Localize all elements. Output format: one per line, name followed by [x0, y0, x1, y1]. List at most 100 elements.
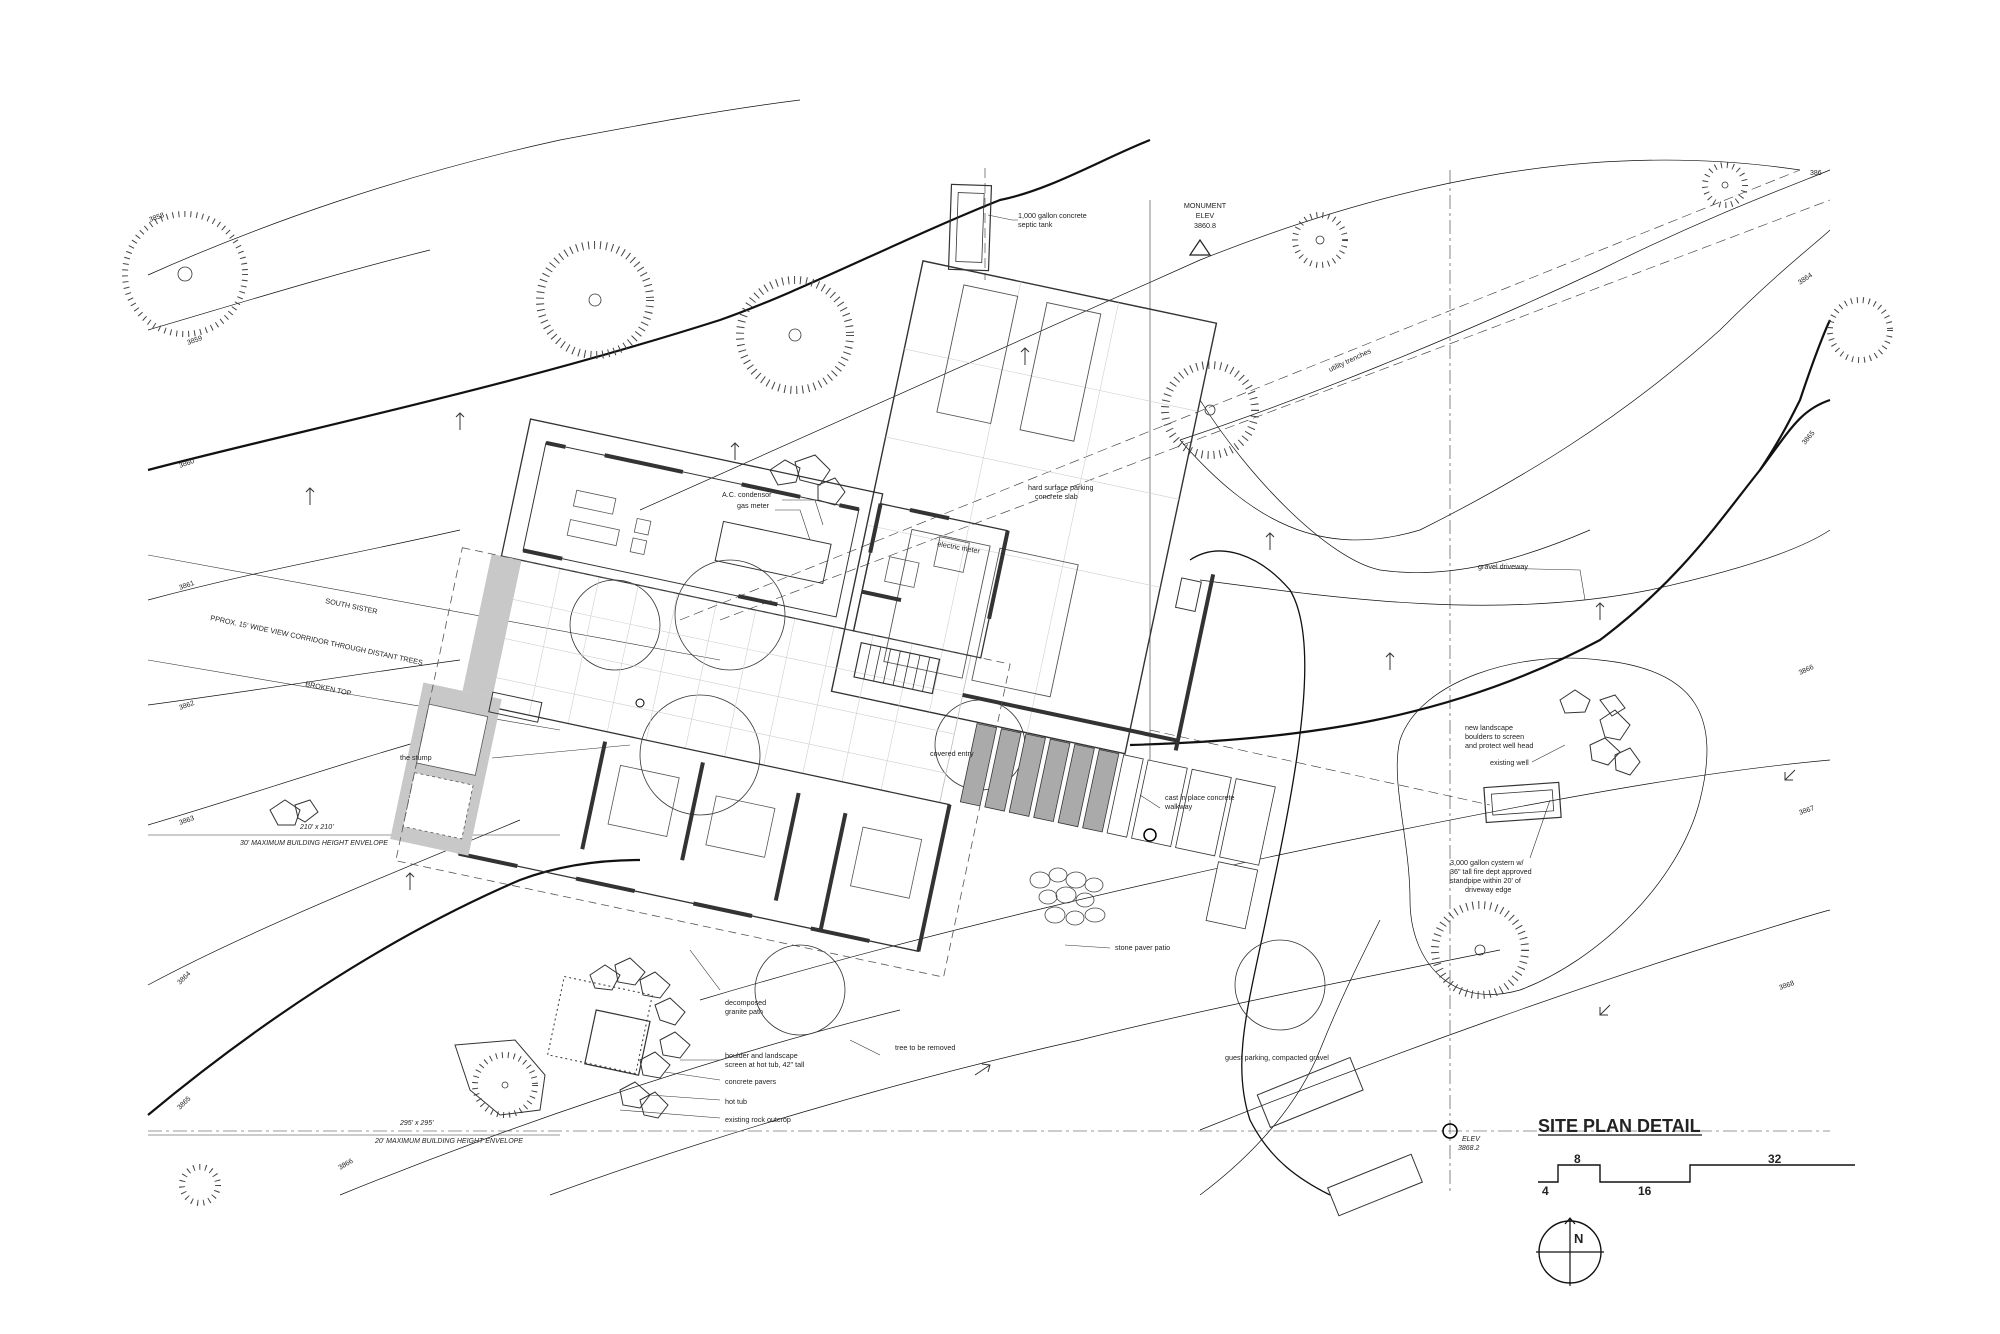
driveway-inner-edge [1199, 399, 1591, 573]
tree-removed-label: tree to be removed [895, 1043, 955, 1052]
stone-paver-patio [1029, 867, 1106, 926]
north-label: N [1574, 1231, 1583, 1246]
canopy-outline-2 [674, 559, 786, 671]
envelope-30-label: 30' MAXIMUM BUILDING HEIGHT ENVELOPE [240, 840, 388, 847]
tree-9 [179, 1164, 221, 1206]
stump-marker [635, 698, 645, 708]
tree-6 [1702, 162, 1748, 208]
boulders [269, 454, 1641, 1119]
septic-label-line: 1,000 gallon concrete [1018, 211, 1087, 220]
boulders-label: new landscape boulders to screen and pro… [1465, 723, 1533, 750]
guest-parking-label: guest parking, compacted gravel [1225, 1053, 1329, 1062]
slope-arrows [305, 347, 1796, 1076]
tree-1 [122, 211, 248, 337]
tree-5 [1161, 361, 1259, 459]
north-arrow [1536, 1217, 1604, 1286]
contour-label: 3864 [1797, 272, 1814, 287]
contour-labels: 3858 3859 3860 3861 3862 3863 3864 3865 … [148, 170, 1821, 1172]
electric-label: electric meter [937, 539, 982, 555]
septic-label: 1,000 gallon concrete septic tank [1018, 211, 1089, 229]
courtyard-grid [489, 559, 972, 804]
septic-zone [1396, 657, 1708, 995]
canopy-outline-3 [639, 694, 761, 816]
cystern-label: 3,000 gallon cystern w/ 36" tall fire de… [1450, 858, 1534, 894]
utility-label: utility trenches [1327, 346, 1373, 374]
contour-label: 3867 [1798, 805, 1815, 817]
envelope-20-label: 20' MAXIMUM BUILDING HEIGHT ENVELOPE [374, 1138, 523, 1145]
covered-entry-label: covered entry [930, 749, 974, 758]
contour-label: 3862 [178, 700, 195, 712]
tree-7 [1431, 901, 1529, 999]
septic-label-line: septic tank [1018, 220, 1053, 229]
contour-label: 3861 [178, 580, 195, 592]
south-sister-label: SOUTH SISTER [325, 596, 379, 616]
view-corridor-label: PPROX. 15' WIDE VIEW CORRIDOR THROUGH DI… [210, 613, 424, 667]
tree-3 [736, 276, 854, 394]
hot-tub-label: hot tub [725, 1097, 747, 1106]
scale-label: 8 [1574, 1152, 1581, 1166]
scale-bar [1538, 1164, 1855, 1183]
rock-outcrop [454, 1039, 546, 1116]
contour-label: 3866 [338, 1158, 355, 1172]
contour-label: 3864 [176, 970, 192, 986]
tree-to-be-removed-canopy [754, 944, 846, 1036]
contour-label: 3860 [178, 458, 195, 470]
parking-slab [830, 260, 1218, 755]
contour-label: 3868 [1778, 980, 1795, 992]
septic-tank [947, 183, 993, 272]
contour-label: 3866 [1798, 664, 1815, 677]
hot-tub-area [547, 975, 653, 1076]
bedroom-wing [457, 706, 951, 953]
elev-marker [1442, 1123, 1458, 1139]
callout-labels: 1,000 gallon concrete septic tank MONUME… [210, 201, 1534, 1152]
monument-elev-label: ELEV [1196, 211, 1215, 220]
title-block: SITE PLAN DETAIL 8 32 4 16 N [1536, 1116, 1855, 1286]
guest-parking-canopy [1234, 939, 1326, 1031]
walkway-label: cast in place concrete walkway [1164, 793, 1237, 811]
pavers-label: concrete pavers [725, 1077, 777, 1086]
elev-value: 3868.2 [1458, 1145, 1480, 1152]
stump-label: the stump [400, 753, 432, 762]
elev-label: ELEV [1462, 1136, 1481, 1143]
stair [853, 642, 941, 695]
rock-label: existing rock outcrop [725, 1115, 791, 1124]
stone-patio-label: stone paver patio [1115, 943, 1170, 952]
monument-elev-value: 3860.8 [1194, 221, 1216, 230]
leader-lines [491, 214, 1586, 1119]
ac-label: A.C. condensor [722, 490, 772, 499]
gravel-driveway-edge [1189, 550, 1331, 1196]
tree-4 [1292, 212, 1348, 268]
scale-label: 16 [1638, 1184, 1652, 1198]
envelope-dims2-label: 295' x 295' [399, 1120, 434, 1127]
house-plan [390, 418, 1276, 978]
contour-label: 386 [1810, 170, 1822, 177]
boulder-screen-label: boulder and landscape screen at hot tub,… [725, 1051, 805, 1069]
property-lines [147, 168, 1831, 1195]
well-label: existing well [1490, 758, 1529, 767]
tree-8 [472, 1052, 538, 1118]
gas-label: gas meter [737, 501, 770, 510]
gravel-label: gravel driveway [1478, 562, 1528, 571]
parking-label: hard surface parking concrete slab [1028, 483, 1096, 501]
broken-top-label: BROKEN TOP [305, 679, 353, 698]
well-head [1143, 828, 1157, 842]
dining-table [714, 520, 832, 585]
sofa [572, 489, 617, 515]
contour-label: 3865 [176, 1095, 192, 1111]
guest-parking [1256, 1056, 1364, 1129]
tree-2 [536, 241, 654, 359]
contour-label: 3865 [1801, 430, 1816, 447]
envelope-dims-label: 210' x 210' [299, 824, 334, 831]
drawing-title: SITE PLAN DETAIL [1538, 1116, 1701, 1136]
tree-10 [1827, 297, 1893, 363]
living-wing [500, 418, 884, 632]
cistern [1483, 781, 1562, 824]
monument-label: MONUMENT [1184, 201, 1227, 210]
covered-entry-pavers [959, 723, 1276, 930]
contour-label: 3858 [148, 212, 165, 224]
contour-label: 3863 [178, 815, 195, 827]
contour-label: 3859 [186, 335, 203, 347]
monument-marker [1188, 238, 1212, 256]
scale-label: 32 [1768, 1152, 1782, 1166]
